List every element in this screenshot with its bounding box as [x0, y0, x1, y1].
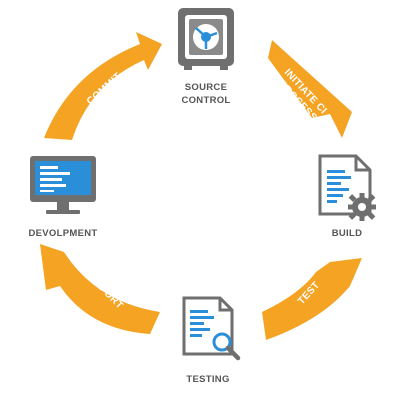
document-gear-icon	[318, 154, 376, 221]
build-label: BUILD	[332, 228, 363, 239]
source-control-label-line2: CONTROL	[181, 95, 230, 106]
development-label: DEVOLPMENT	[29, 228, 98, 239]
safe-vault-icon	[178, 8, 234, 70]
node-development: DEVOLPMENT	[29, 156, 98, 239]
arrow-test: TEST	[262, 258, 362, 340]
arrow-initiate-ci: INITIATE CI PROCESS	[268, 40, 352, 138]
node-testing: TESTING	[182, 296, 241, 385]
node-source-control: SOURCE CONTROL	[178, 8, 234, 106]
monitor-icon	[30, 156, 96, 214]
arrow-report: REPORT	[40, 244, 160, 334]
node-build: BUILD	[318, 154, 376, 239]
arrow-commit: COMMIT	[44, 32, 162, 140]
document-magnifier-icon	[182, 296, 241, 361]
source-control-label-line1: SOURCE	[185, 82, 227, 93]
testing-label: TESTING	[186, 374, 229, 385]
